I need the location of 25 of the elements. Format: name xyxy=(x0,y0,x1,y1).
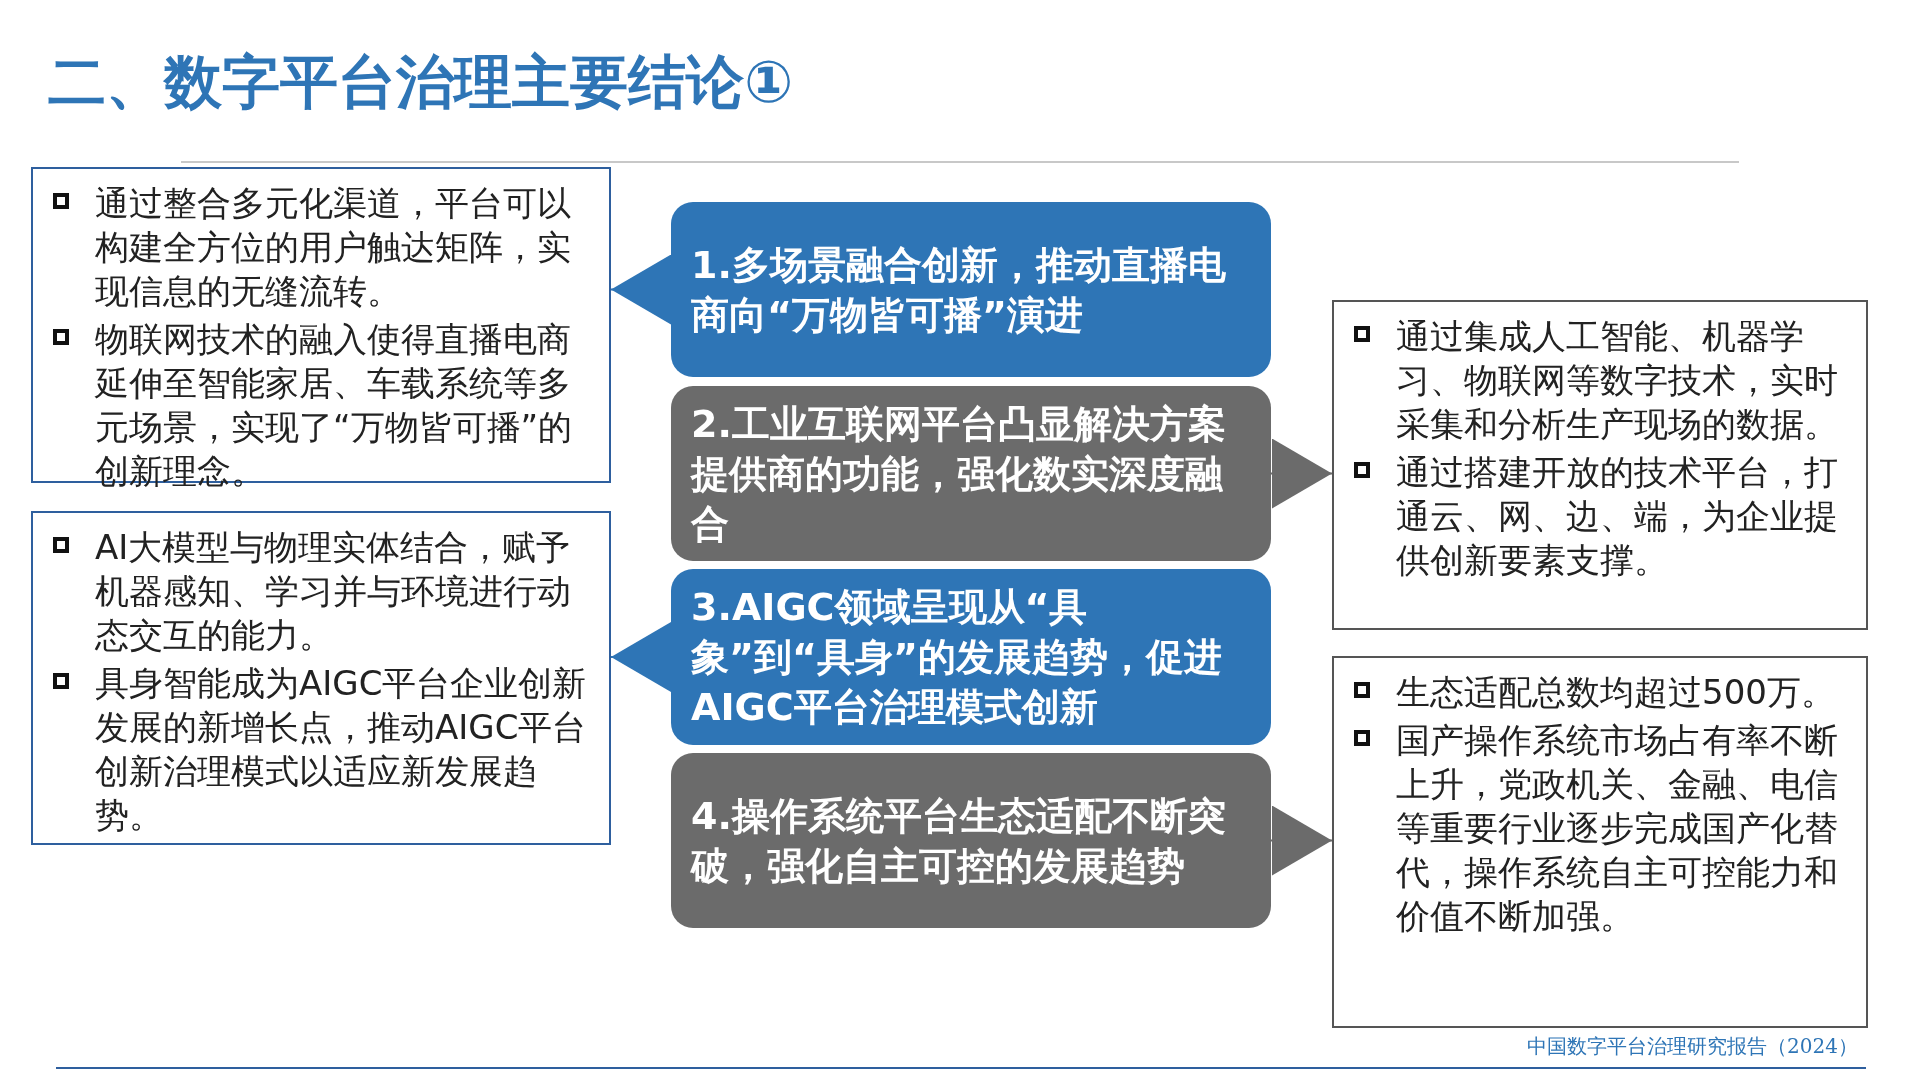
bullet-text: 国产操作系统市场占有率不断上升，党政机关、金融、电信等重要行业逐步完成国产化替代，操作系统自主可控能力和价值不断加强。 xyxy=(1396,719,1839,938)
pointer-arrow xyxy=(1270,805,1333,876)
bullet-text: 通过整合多元化渠道，平台可以构建全方位的用户触达矩阵，实现信息的无缝流转。 xyxy=(95,182,572,313)
callout-heading: 4.操作系统平台生态适配不断突破，强化自主可控的发展趋势 xyxy=(691,792,1227,890)
pointer-arrow xyxy=(1270,438,1333,509)
bullet-text: 通过集成人工智能、机器学习、物联网等数字技术，实时采集和分析生产现场的数据。 xyxy=(1396,315,1839,446)
text-panel xyxy=(31,511,611,845)
pointer-arrow xyxy=(610,622,672,692)
bullet-text: 物联网技术的融入使得直播电商延伸至智能家居、车载系统等多元场景，实现了“万物皆可播”的创新理念。 xyxy=(95,318,574,493)
text-panel xyxy=(1332,656,1868,1028)
footer-text: 中国数字平台治理研究报告（2024） xyxy=(1527,1033,1858,1060)
bullet-text: AI大模型与物理实体结合，赋予机器感知、学习并与环境进行动态交互的能力。 xyxy=(95,526,572,657)
bullet-text: 生态适配总数均超过500万。 xyxy=(1396,671,1835,714)
callout-box xyxy=(671,386,1271,561)
bullet-text: 具身智能成为AIGC平台企业创新发展的新增长点，推动AIGC平台创新治理模式以适应新发展趋势。 xyxy=(95,662,588,837)
bullet-text: 通过搭建开放的技术平台，打通云、网、边、端，为企业提供创新要素支撑。 xyxy=(1396,451,1839,582)
pointer-arrow xyxy=(610,254,672,325)
callout-heading: 1.多场景融合创新，推动直播电商向“万物皆可播”演进 xyxy=(691,241,1227,339)
callout-box xyxy=(671,569,1271,745)
page-title: 二、数字平台治理主要结论① xyxy=(48,47,794,118)
callout-box xyxy=(671,202,1271,377)
callout-heading: 2.工业互联网平台凸显解决方案提供商的功能，强化数实深度融合 xyxy=(691,400,1227,548)
callout-heading: 3.AIGC领域呈现从“具象”到“具身”的发展趋势，促进AIGC平台治理模式创新 xyxy=(691,584,1223,731)
callout-box xyxy=(671,753,1271,928)
text-panel xyxy=(1332,300,1868,630)
